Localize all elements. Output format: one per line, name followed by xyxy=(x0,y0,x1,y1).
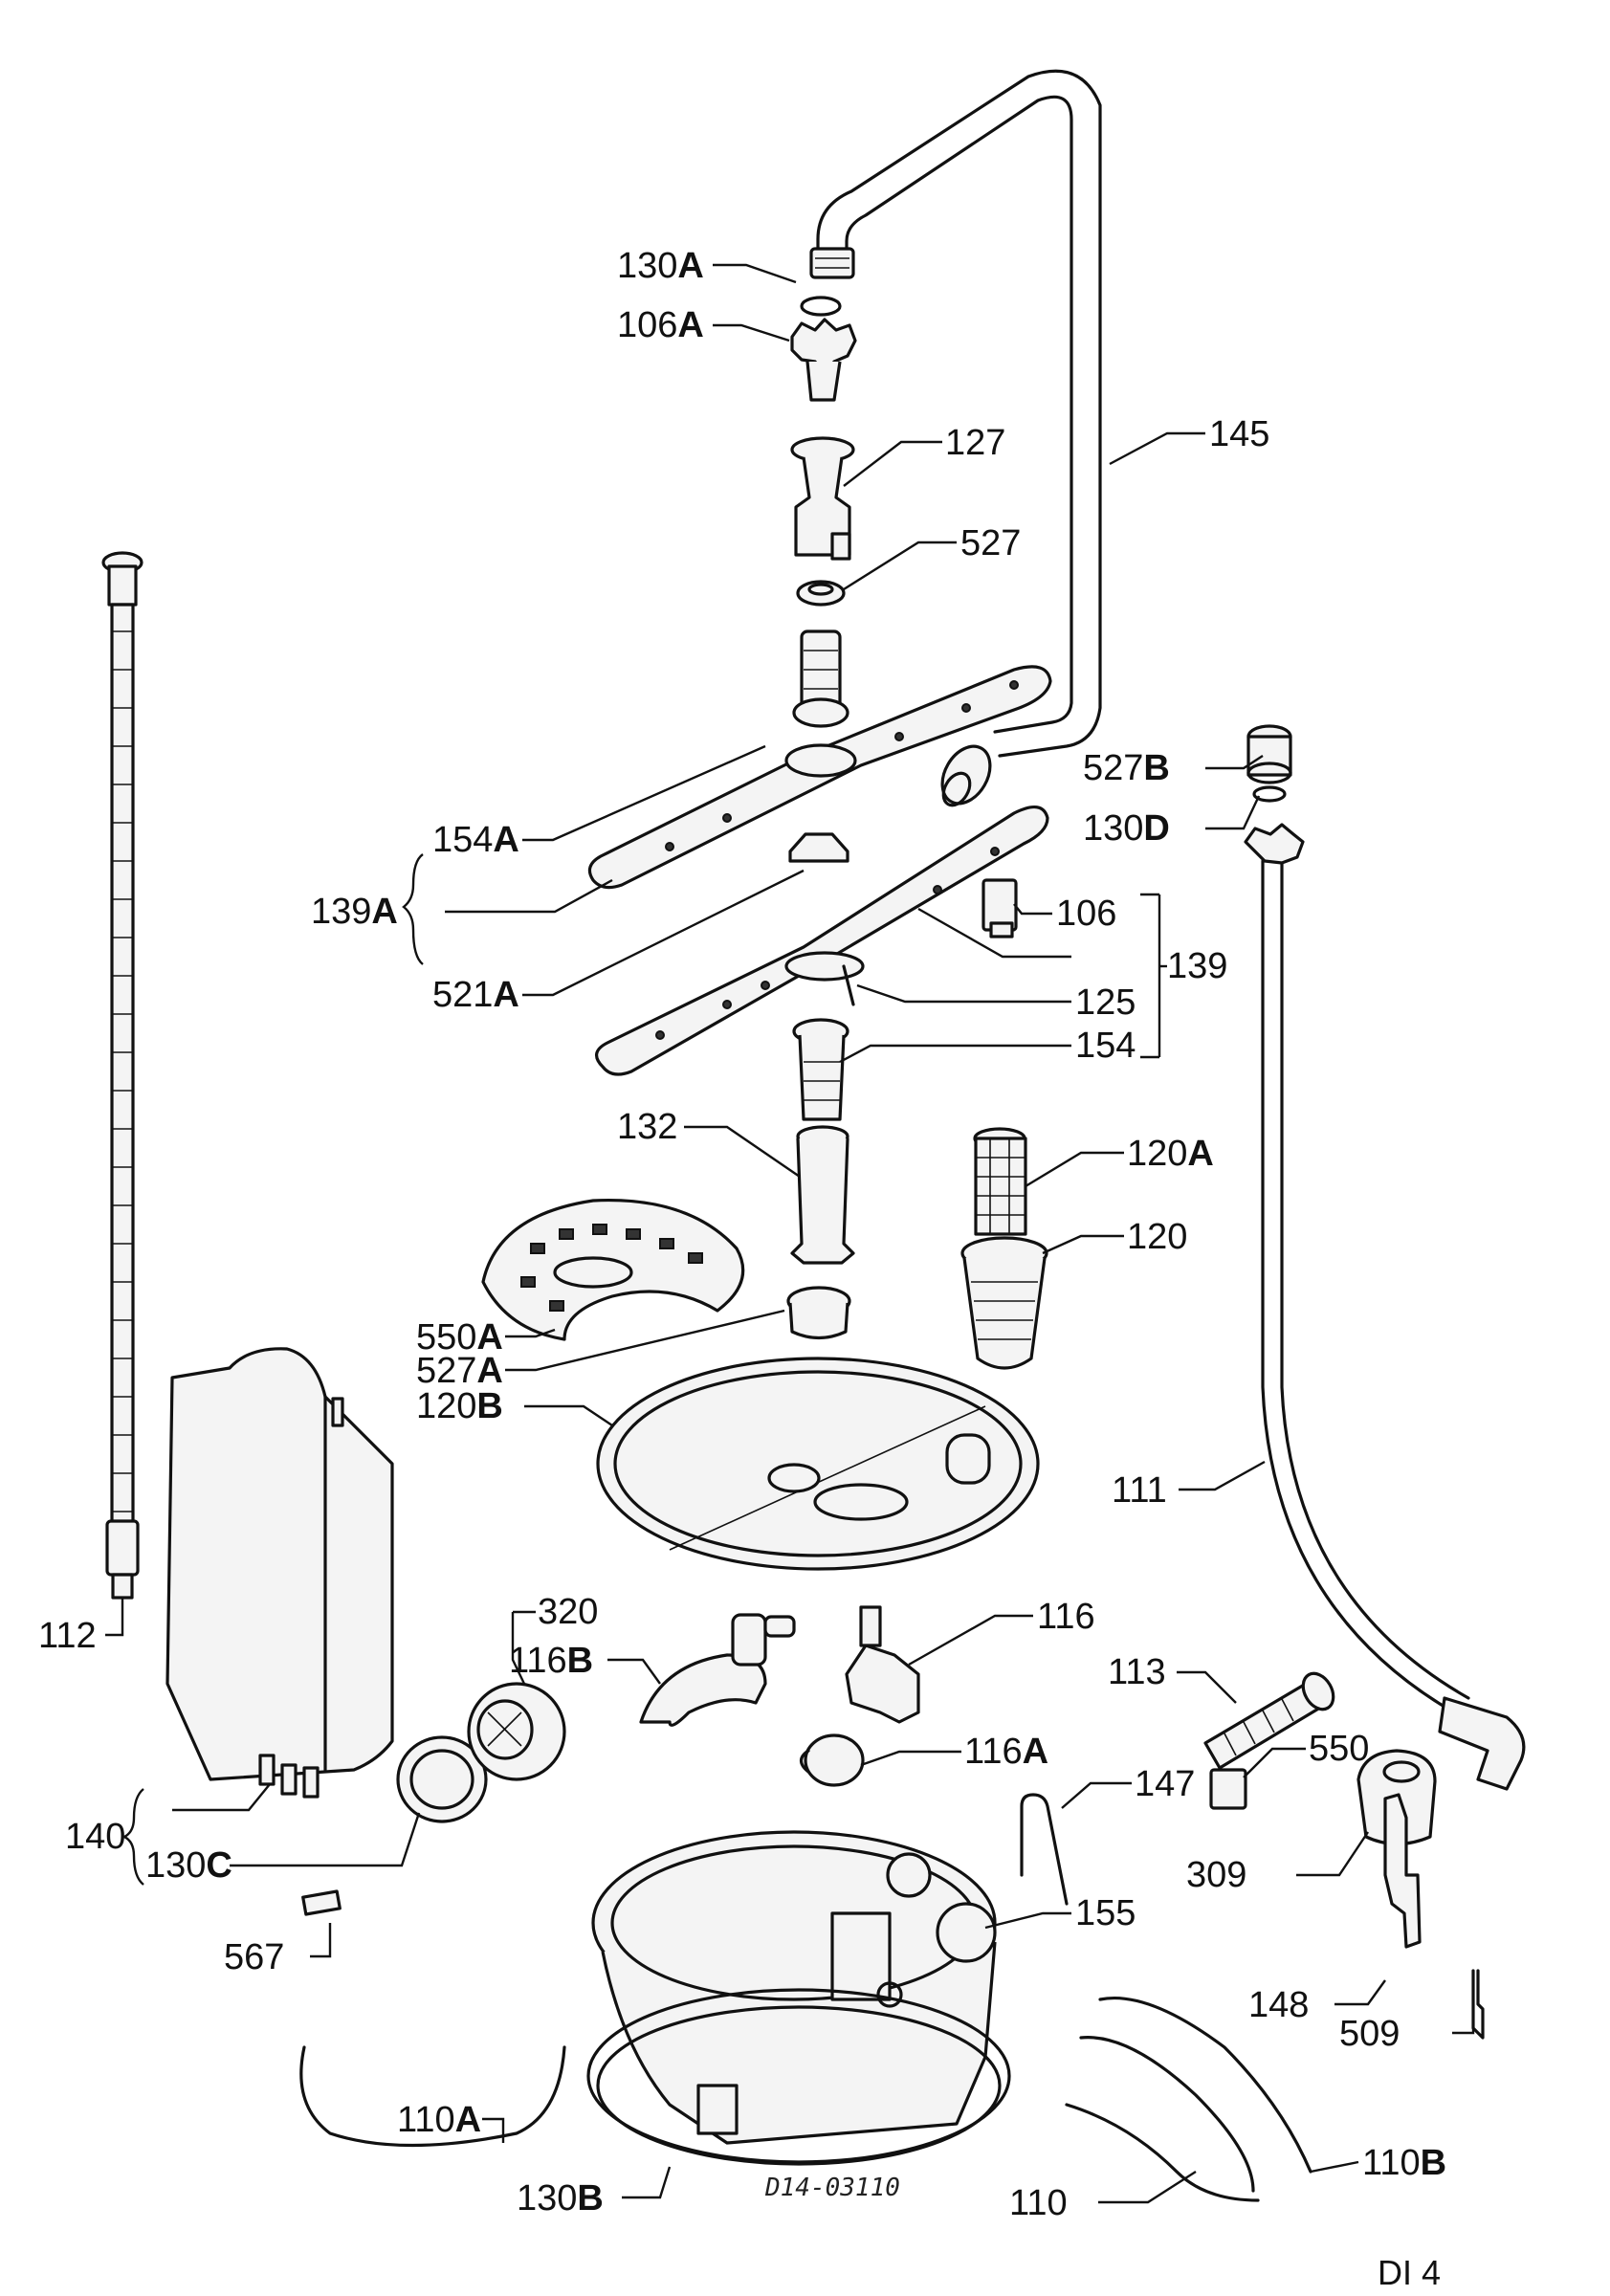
part-hose-connector-113 xyxy=(1203,1671,1335,1770)
callout-125: 125 xyxy=(1075,982,1136,1023)
callout-521A: 521A xyxy=(432,975,519,1015)
part-connector-116B xyxy=(639,1613,796,1727)
part-hose-110B xyxy=(1098,1996,1312,2174)
callout-567: 567 xyxy=(224,1937,284,1977)
callout-120B: 120B xyxy=(416,1386,503,1426)
callout-116B: 116B xyxy=(509,1641,593,1681)
callout-139A: 139A xyxy=(311,892,398,932)
callout-309: 309 xyxy=(1186,1855,1246,1895)
part-ring-527A xyxy=(786,1286,851,1340)
part-clip-567 xyxy=(301,1889,342,1916)
callout-110: 110 xyxy=(1009,2183,1068,2223)
callout-139: 139 xyxy=(1167,946,1227,986)
callout-110A: 110A xyxy=(397,2100,481,2140)
part-coarse-filter-120 xyxy=(960,1236,1048,1370)
callout-127: 127 xyxy=(945,423,1005,463)
part-tank-140 xyxy=(165,1347,394,1799)
callout-509: 509 xyxy=(1339,2014,1400,2054)
callout-132: 132 xyxy=(617,1107,677,1147)
part-clip-106 xyxy=(981,878,1018,938)
callout-154: 154 xyxy=(1075,1026,1136,1066)
part-nut-106A xyxy=(790,318,857,402)
part-cap-116A xyxy=(799,1733,865,1787)
part-cover-disc-550A xyxy=(481,1198,745,1341)
callout-527: 527 xyxy=(960,523,1021,563)
callout-140: 140 xyxy=(65,1817,125,1857)
part-holder-125 xyxy=(784,951,865,1006)
callout-130B: 130B xyxy=(517,2178,604,2219)
callout-130D: 130D xyxy=(1083,808,1170,849)
part-tube-132 xyxy=(790,1125,855,1265)
part-block-550 xyxy=(1209,1768,1247,1810)
callout-527B: 527B xyxy=(1083,748,1170,788)
callout-106A: 106A xyxy=(617,305,704,345)
part-o-ring-130D xyxy=(1252,785,1287,803)
callout-550: 550 xyxy=(1309,1729,1369,1769)
part-clip-147 xyxy=(1020,1793,1069,1906)
part-seal-130C xyxy=(396,1735,488,1823)
part-hose-110-lower xyxy=(1065,2103,1260,2202)
part-bracket-148 xyxy=(1383,1793,1422,1949)
part-upper-spray-arm-154A xyxy=(587,629,1052,890)
part-lower-spray-arm-521A xyxy=(595,806,1049,1076)
part-connector-116 xyxy=(845,1605,920,1724)
callout-130C: 130C xyxy=(145,1845,232,1886)
part-cap-320 xyxy=(467,1682,566,1781)
callout-116: 116 xyxy=(1037,1597,1095,1637)
leader-lines xyxy=(105,263,1475,2204)
callout-147: 147 xyxy=(1135,1764,1195,1804)
callout-120: 120 xyxy=(1127,1217,1187,1257)
callout-527A: 527A xyxy=(416,1351,503,1391)
part-hose-110 xyxy=(1079,2036,1255,2193)
part-hose-110A xyxy=(299,2045,566,2148)
callout-120A: 120A xyxy=(1127,1134,1214,1174)
part-drain-hose-111 xyxy=(1244,823,1526,1791)
part-sump-155 xyxy=(591,1830,997,2145)
part-hub-154 xyxy=(792,1018,849,1121)
callout-110B: 110B xyxy=(1362,2143,1446,2183)
callout-labels: 130A 106A 127 145 527 527B 130D 154A 139… xyxy=(38,246,1446,2292)
part-bearing-127 xyxy=(790,436,855,561)
callout-106: 106 xyxy=(1056,894,1116,934)
part-supply-hose-112 xyxy=(101,551,143,1600)
callout-148: 148 xyxy=(1248,1985,1309,2025)
callout-320: 320 xyxy=(538,1592,598,1632)
callout-116A: 116A xyxy=(964,1732,1048,1772)
part-seal-ring-130B xyxy=(586,1988,1011,2166)
part-spray-pipe-145 xyxy=(809,69,1102,807)
callout-154A: 154A xyxy=(432,820,519,860)
part-filter-plate-120B xyxy=(596,1357,1040,1571)
callout-155: 155 xyxy=(1075,1893,1136,1933)
callout-145: 145 xyxy=(1209,414,1269,454)
sheet-label: DI 4 xyxy=(1378,2253,1441,2292)
callout-111: 111 xyxy=(1112,1470,1167,1511)
callout-113: 113 xyxy=(1108,1652,1166,1692)
part-clip-509 xyxy=(1471,1969,1485,2040)
callout-112: 112 xyxy=(38,1616,97,1656)
part-nut-527B xyxy=(1246,724,1292,784)
part-fine-filter-120A xyxy=(973,1127,1027,1236)
part-o-ring-130A xyxy=(800,296,842,317)
callout-130A: 130A xyxy=(617,246,704,286)
part-ring-nut-527 xyxy=(796,580,846,607)
drawing-code: D14-03110 xyxy=(764,2174,900,2202)
callout-550A: 550A xyxy=(416,1317,503,1358)
